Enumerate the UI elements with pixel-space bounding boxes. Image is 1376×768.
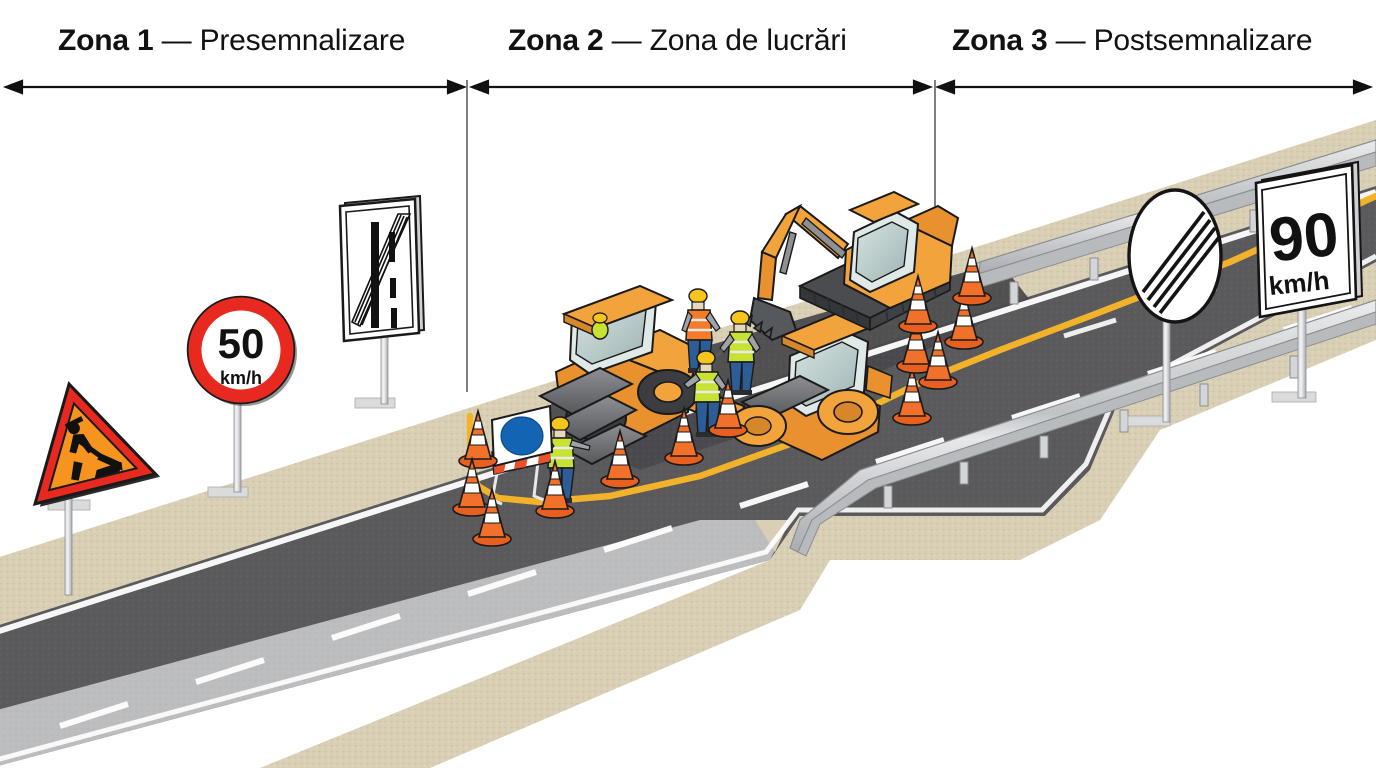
zone-2-name: Zona de lucrări xyxy=(649,24,847,57)
worker-pictogram-icon xyxy=(64,416,123,481)
keep-direction-icon xyxy=(500,416,544,456)
speed-limit-50-sign[interactable]: 50 km/h xyxy=(186,295,297,498)
zone-1-number: Zona 1 xyxy=(58,24,154,57)
speed-limit-90-unit: km/h xyxy=(1267,265,1330,301)
lane-closure-sign[interactable] xyxy=(338,194,426,409)
speed-limit-50-value: 50 xyxy=(218,320,265,367)
zone-2-number: Zona 2 xyxy=(508,24,604,57)
worker-orange-vest xyxy=(681,288,721,373)
zone-2-dash: — xyxy=(611,24,642,57)
end-of-restrictions-sign[interactable] xyxy=(1127,188,1223,427)
zone-1-dash: — xyxy=(161,24,192,57)
zone-3-name: Postsemnalizare xyxy=(1093,24,1313,57)
cone xyxy=(452,244,992,547)
zone-extent-arrows xyxy=(2,79,1374,95)
speed-limit-90-value: 90 xyxy=(1266,200,1342,276)
mandatory-direction-sign-stand[interactable] xyxy=(490,404,554,506)
zone-3-label: Zona 3 — Postsemnalizare xyxy=(952,24,1313,58)
traffic-cones xyxy=(452,244,992,547)
zone-2-label: Zona 2 — Zona de lucrări xyxy=(508,24,847,58)
speed-limit-90-sign[interactable]: 90 km/h xyxy=(1254,160,1364,403)
road-roller-machine xyxy=(729,306,893,462)
zone-3-dash: — xyxy=(1055,24,1086,57)
roadworks-warning-sign[interactable] xyxy=(9,368,161,596)
zone-3-number: Zona 3 xyxy=(952,24,1048,57)
zone-1-name: Presemnalizare xyxy=(199,24,406,57)
speed-limit-50-unit: km/h xyxy=(220,368,262,388)
zone-1-label: Zona 1 — Presemnalizare xyxy=(58,24,405,58)
excavator-machine xyxy=(742,190,960,342)
loader-driver xyxy=(591,312,609,340)
